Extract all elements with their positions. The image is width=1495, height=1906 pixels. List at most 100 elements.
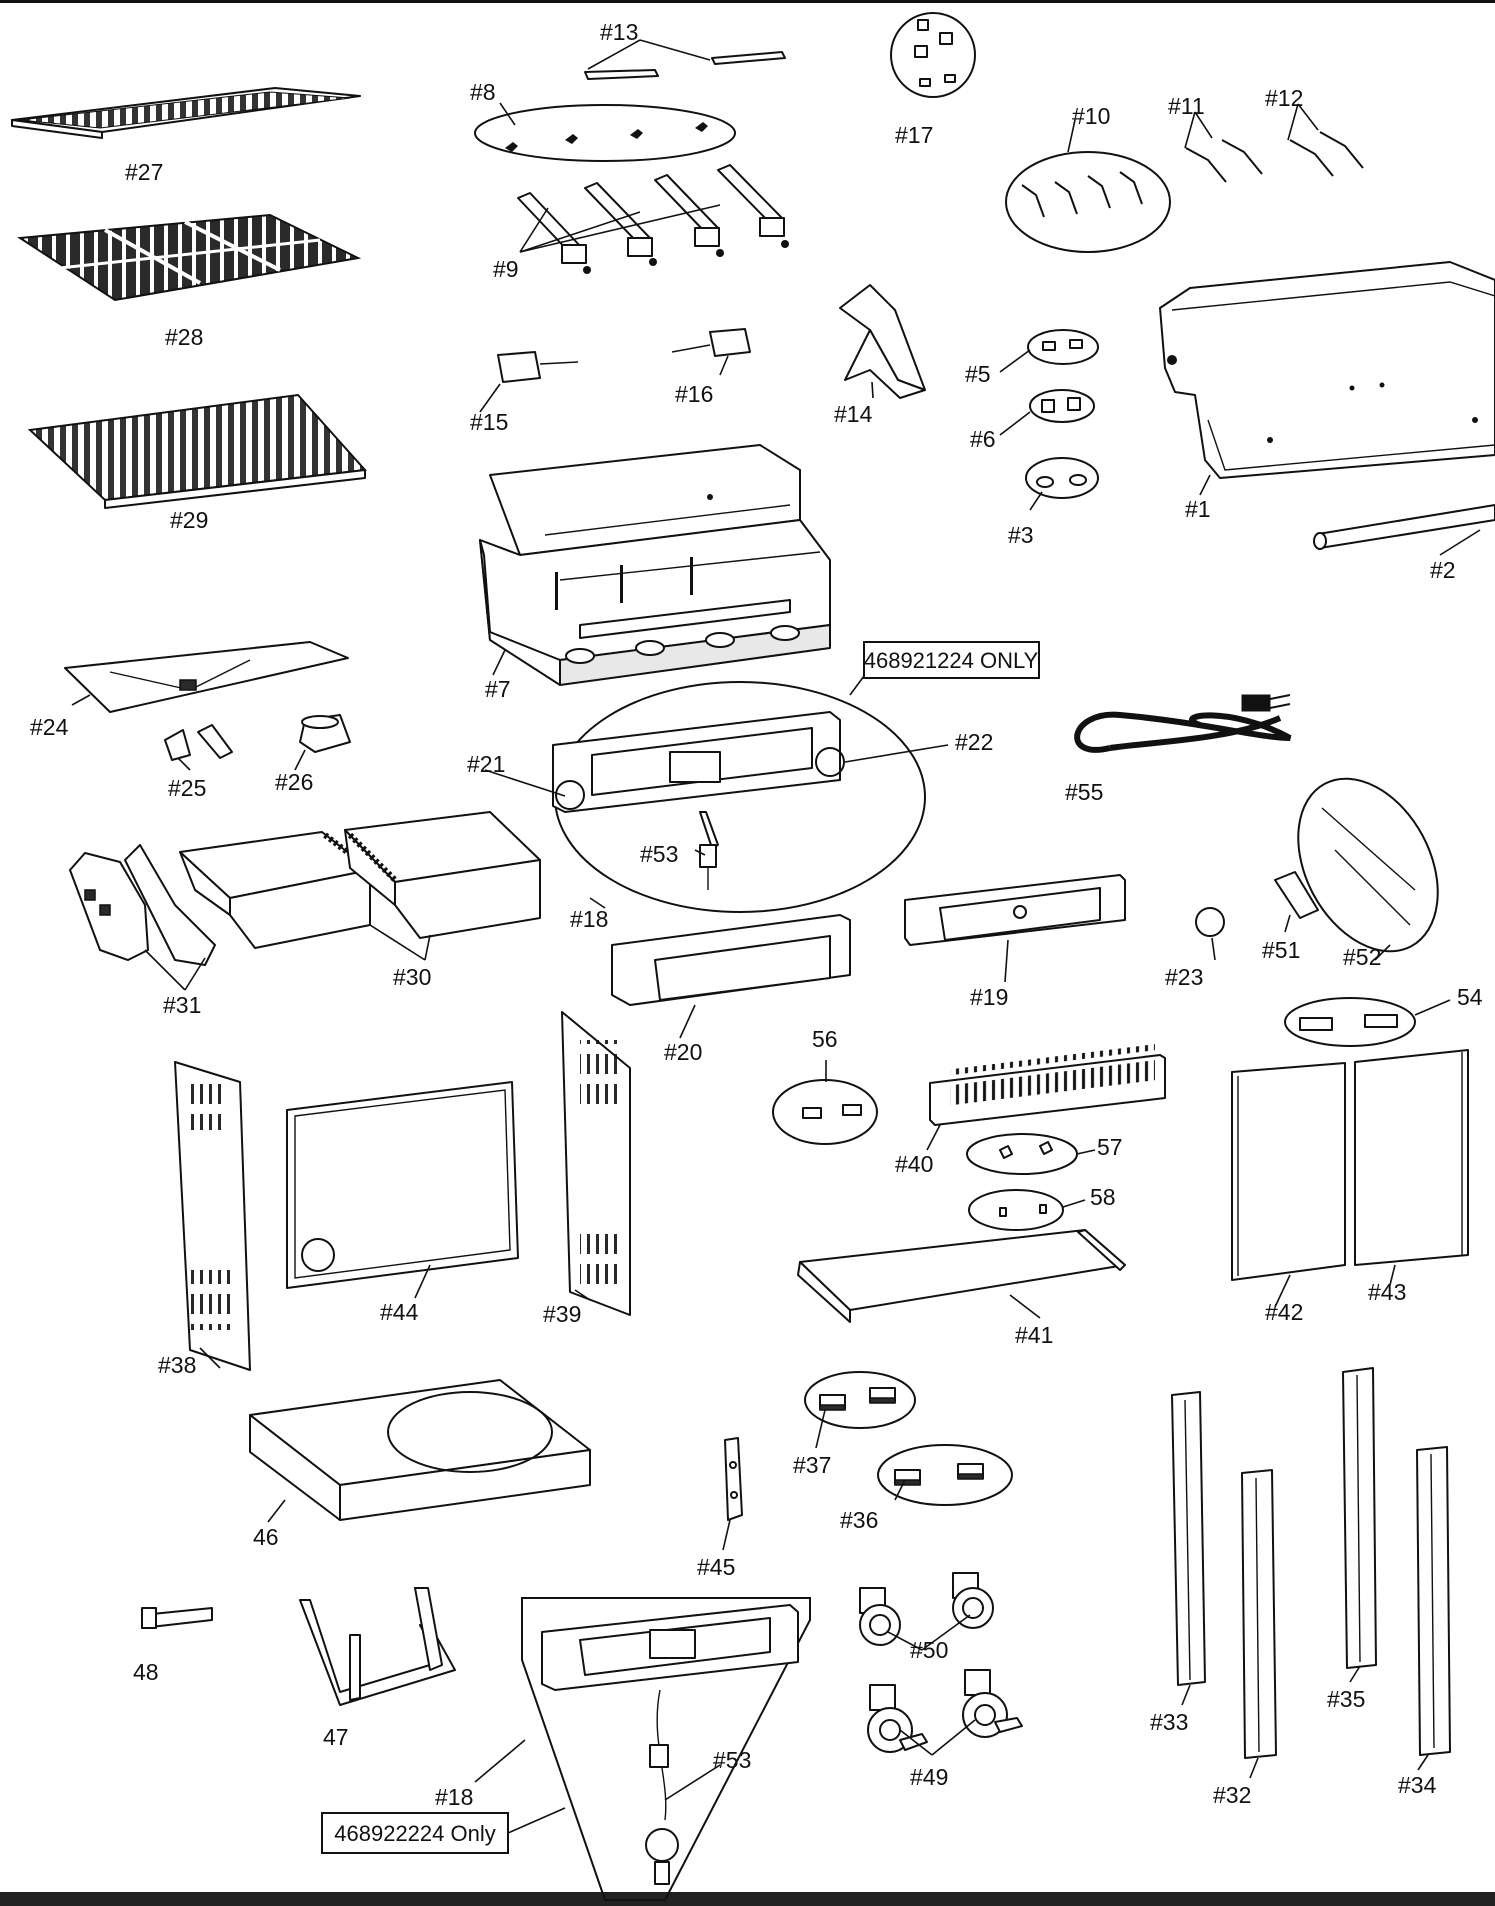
part-54-items bbox=[1299, 1014, 1398, 1031]
part-1-lid bbox=[1159, 261, 1495, 479]
callout-28: #28 bbox=[165, 324, 203, 350]
part-29-flame-tamers bbox=[27, 393, 368, 509]
part-31-side-brackets bbox=[69, 844, 216, 966]
part-8-ellipse bbox=[474, 104, 736, 162]
part-18-control-panel bbox=[552, 711, 845, 890]
part-43-right-door bbox=[1354, 1049, 1469, 1266]
part-13-brackets bbox=[584, 51, 786, 80]
part-44-back-panel bbox=[286, 1081, 519, 1289]
callout-23: #23 bbox=[1165, 964, 1203, 990]
callout-5: #5 bbox=[965, 361, 991, 387]
part-48-bracket bbox=[141, 1607, 213, 1629]
part-57-ellipse bbox=[966, 1133, 1078, 1175]
callout-7: #7 bbox=[485, 676, 511, 702]
callout-56: 56 bbox=[812, 1026, 838, 1052]
callout-57: 57 bbox=[1097, 1134, 1123, 1160]
callout-38: #38 bbox=[158, 1352, 196, 1378]
part-36-items bbox=[894, 1463, 984, 1486]
callout-29: #29 bbox=[170, 507, 208, 533]
callout-17: #17 bbox=[895, 122, 933, 148]
part-34-leg bbox=[1416, 1446, 1451, 1756]
callout-42: #42 bbox=[1265, 1299, 1303, 1325]
part-26-grease-cup bbox=[299, 714, 351, 753]
part-39-side-panel bbox=[561, 1011, 631, 1316]
callout-13: #13 bbox=[600, 19, 638, 45]
part-17-items bbox=[914, 19, 956, 87]
callout-40: #40 bbox=[895, 1151, 933, 1177]
callout-11: #11 bbox=[1168, 93, 1205, 119]
part-47-frame bbox=[299, 1587, 456, 1706]
part-40-vent-panel bbox=[929, 1044, 1166, 1126]
part-20-bezel bbox=[611, 914, 851, 1006]
part-24-drip-tray bbox=[64, 641, 349, 713]
part-18-lower-inset bbox=[521, 1597, 811, 1901]
part-52-rods bbox=[1321, 807, 1416, 926]
footer-bar bbox=[0, 1892, 1495, 1906]
callout-6: #6 bbox=[970, 426, 996, 452]
callout-3: #3 bbox=[1008, 522, 1034, 548]
callout-39: #39 bbox=[543, 1301, 581, 1327]
part-19-panel bbox=[904, 874, 1126, 946]
part-7-firebox bbox=[479, 444, 831, 686]
part-6-ellipse bbox=[1029, 389, 1095, 423]
part-11-wires bbox=[1185, 139, 1263, 183]
part-5-items bbox=[1042, 339, 1083, 351]
part-49-locking-casters bbox=[867, 1669, 1023, 1753]
callout-12: #12 bbox=[1265, 85, 1303, 111]
callout-18: #18 bbox=[570, 906, 608, 932]
callout-2: #2 bbox=[1430, 557, 1456, 583]
callout-37: #37 bbox=[793, 1452, 831, 1478]
part-37-items bbox=[819, 1387, 896, 1411]
model-box-lower-text: 468922224 Only bbox=[334, 1821, 495, 1846]
part-15-module bbox=[497, 351, 579, 383]
part-12-wires bbox=[1289, 131, 1364, 177]
callout-labels: #1 #2 #3 #5 #6 #7 #8 #9 #10 #11 #12 #13 … bbox=[30, 19, 1483, 1810]
callout-47: 47 bbox=[323, 1724, 349, 1750]
model-box-upper-text: 468921224 ONLY bbox=[864, 648, 1039, 673]
callout-1: #1 bbox=[1185, 496, 1211, 522]
leader-lines bbox=[71, 39, 1481, 1801]
part-23-knob bbox=[1195, 907, 1225, 937]
callout-46: 46 bbox=[253, 1524, 279, 1550]
callout-50: #50 bbox=[910, 1637, 948, 1663]
part-35-leg bbox=[1342, 1367, 1377, 1669]
callout-58: 58 bbox=[1090, 1184, 1116, 1210]
part-2-handle bbox=[1313, 504, 1495, 550]
callout-32: #32 bbox=[1213, 1782, 1251, 1808]
part-57-items bbox=[999, 1141, 1053, 1159]
callout-33: #33 bbox=[1150, 1709, 1188, 1735]
callout-44: #44 bbox=[380, 1299, 419, 1325]
part-56-items bbox=[802, 1104, 862, 1119]
callout-21: #21 bbox=[467, 751, 505, 777]
part-52-ellipse bbox=[1297, 777, 1439, 953]
callout-35: #35 bbox=[1327, 1686, 1365, 1712]
part-3-ellipse bbox=[1025, 457, 1099, 499]
callout-53: #53 bbox=[640, 841, 678, 867]
part-10-items bbox=[1021, 171, 1143, 218]
part-38-side-panel bbox=[174, 1061, 251, 1371]
part-46-base bbox=[249, 1379, 591, 1521]
callout-10: #10 bbox=[1072, 103, 1110, 129]
part-17-circle bbox=[890, 12, 976, 98]
callout-31: #31 bbox=[163, 992, 201, 1018]
part-3-items bbox=[1036, 474, 1087, 488]
callout-51: #51 bbox=[1262, 937, 1300, 963]
callout-27: #27 bbox=[125, 159, 163, 185]
part-54-ellipse bbox=[1284, 997, 1416, 1047]
part-16-module bbox=[671, 328, 751, 357]
callout-15: #15 bbox=[470, 409, 508, 435]
callout-54: 54 bbox=[1457, 984, 1483, 1010]
part-58-items bbox=[999, 1204, 1047, 1217]
callout-52: #52 bbox=[1343, 944, 1381, 970]
part-50-casters bbox=[859, 1572, 994, 1646]
callout-45: #45 bbox=[697, 1554, 735, 1580]
part-56-ellipse bbox=[772, 1079, 878, 1145]
callout-43: #43 bbox=[1368, 1279, 1406, 1305]
part-5-ellipse bbox=[1027, 329, 1099, 365]
part-41-bottom-shelf bbox=[797, 1229, 1126, 1323]
callout-26: #26 bbox=[275, 769, 313, 795]
part-51-plate bbox=[1274, 871, 1319, 919]
part-14-shield bbox=[839, 284, 926, 399]
part-37-ellipse bbox=[804, 1371, 916, 1429]
